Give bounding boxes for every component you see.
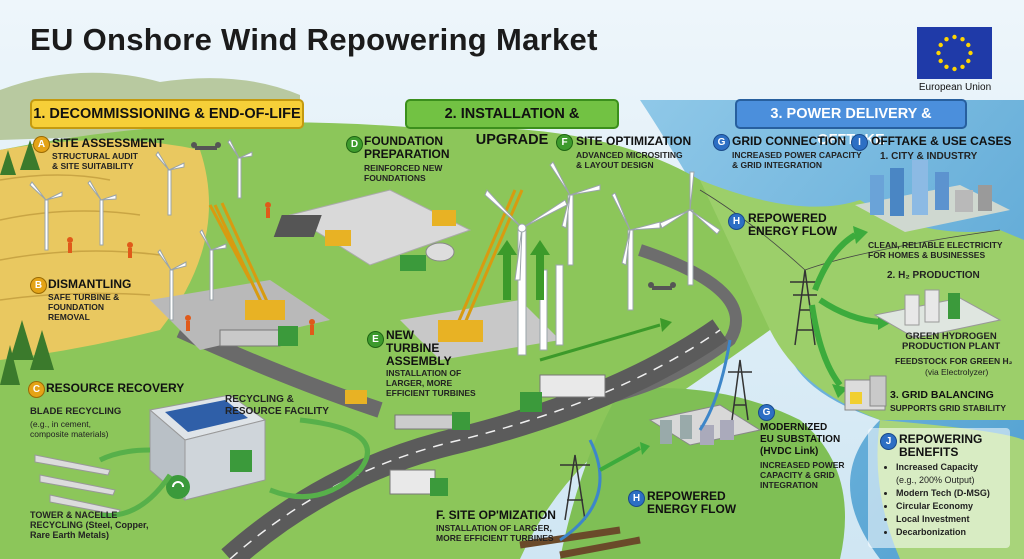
factory-icon <box>873 289 1002 339</box>
eu-caption: European Union <box>918 82 992 93</box>
step-f-badge: F <box>556 134 573 151</box>
hydrogen-plant-desc: FEEDSTOCK FOR GREEN H₂ <box>895 356 1013 366</box>
benefit-item: Decarbonization <box>896 526 990 539</box>
step-i-badge: I <box>851 134 868 151</box>
section-power-delivery: 3. POWER DELIVERY & OFFTAKE <box>735 99 967 148</box>
step-f-title: SITE OPTIMIZATION <box>576 134 692 148</box>
step-h-bottom-badge: H <box>628 490 645 507</box>
city-icon <box>855 160 1010 232</box>
step-b-badge: B <box>30 277 47 294</box>
section-decommissioning: 1. DECOMMISSIONING & END-OF-LIFE <box>30 99 304 129</box>
benefit-item: Increased Capacity <box>896 461 990 474</box>
step-i-title: OFFTAKE & USE CASES <box>871 134 1012 148</box>
step-f-bottom-desc: INSTALLATION OF LARGER,MORE EFFICIENT TU… <box>436 523 554 543</box>
hydrogen-plant-note: (via Electrolyzer) <box>925 367 989 377</box>
step-c-title: RESOURCE RECOVERY <box>46 381 185 395</box>
step-h-badge: H <box>728 213 745 230</box>
benefits-list: Increased Capacity (e.g., 200% Output) M… <box>884 461 990 539</box>
forest <box>0 140 54 385</box>
step-j-badge: J <box>880 433 897 450</box>
benefits-panel <box>868 428 1010 548</box>
excavator-icon <box>325 210 456 404</box>
step-g-bottom-badge: G <box>758 404 775 421</box>
dismantling-pad <box>150 280 330 350</box>
step-c-badge: C <box>28 381 45 398</box>
coastal-land <box>700 180 1024 420</box>
factory-icon <box>148 394 267 502</box>
upgrade-arrow <box>497 240 550 300</box>
step-g-desc: INCREASED POWER CAPACITY& GRID INTEGRATI… <box>732 150 862 170</box>
step-a-title: SITE ASSESSMENT <box>52 136 165 150</box>
page-title: EU Onshore Wind Repowering Market <box>30 22 598 57</box>
foundation-site <box>288 189 472 266</box>
recycle-icon <box>166 475 190 499</box>
drone-icon <box>191 142 676 290</box>
blade-recycling-title: BLADE RECYCLING <box>30 406 122 417</box>
step-g-badge: G <box>713 134 730 151</box>
benefit-item: Circular Economy <box>896 500 990 513</box>
eu-flag-logo <box>917 27 992 79</box>
recycling-facility-label: RECYCLING &RESOURCE FACILITY <box>225 394 329 417</box>
recycling-flow-arrow <box>98 417 370 518</box>
step-d-badge: D <box>346 136 363 153</box>
blade-recycling-desc: (e.g., in cement,composite materials) <box>30 419 109 439</box>
step-a-desc: STRUCTURAL AUDIT& SITE SUITABILITY <box>52 151 138 171</box>
crane-icon <box>208 202 272 311</box>
step-f-desc: ADVANCED MICROSITING& LAYOUT DESIGN <box>576 150 683 170</box>
step-e-badge: E <box>367 331 384 348</box>
benefit-item: (e.g., 200% Output) <box>896 475 975 485</box>
grid-balancing-title: 3. GRID BALANCING <box>890 389 994 401</box>
grid-balancing-desc: SUPPORTS GRID STABILITY <box>890 403 1007 413</box>
worker-figures <box>67 202 315 335</box>
benefit-item: Local Investment <box>896 513 990 526</box>
truck-icon <box>219 242 606 496</box>
underground-cable <box>519 526 641 559</box>
step-g-title: GRID CONNECTION <box>732 134 846 148</box>
battery-icon <box>844 375 887 411</box>
step-b-title: DISMANTLING <box>48 277 132 291</box>
lower-land <box>560 388 845 559</box>
h2-production-title: 2. H₂ PRODUCTION <box>887 270 980 281</box>
benefit-item: Modern Tech (D-MSG) <box>896 487 990 500</box>
energy-flow-arrow <box>809 232 881 387</box>
section-installation: 2. INSTALLATION & UPGRADE <box>405 99 619 148</box>
city-industry-title: 1. CITY & INDUSTRY <box>880 151 978 162</box>
wind-turbine-icon <box>29 139 721 356</box>
step-a-badge: A <box>33 136 50 153</box>
step-f-bottom-title: F. SITE OPʹMIZATION <box>436 508 556 522</box>
